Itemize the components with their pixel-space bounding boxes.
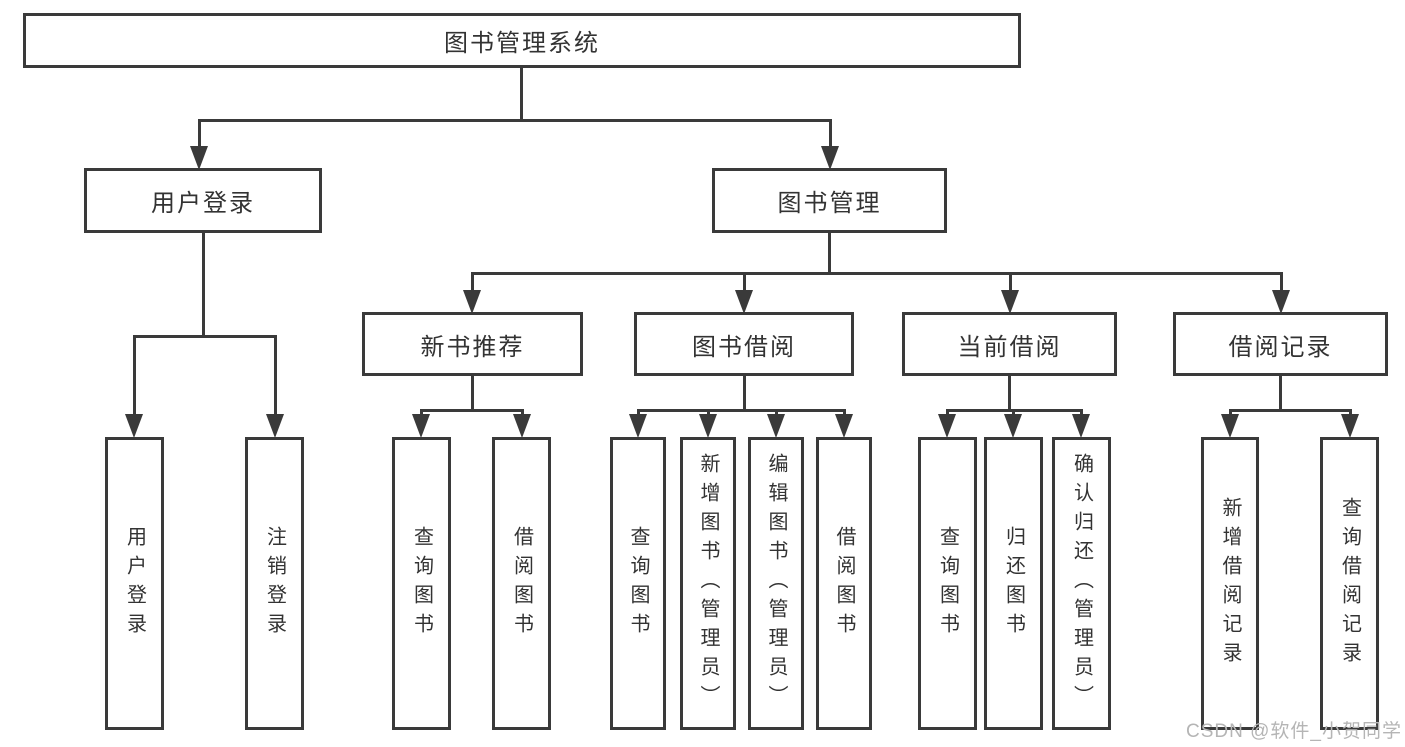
node-label: 查询图书 — [410, 525, 433, 642]
arrow-down-icon — [1221, 414, 1239, 438]
node-current-borrowing: 当前借阅 — [902, 312, 1117, 376]
connector-line — [1229, 409, 1232, 416]
leaf-return-books: 归还图书 — [984, 437, 1043, 730]
node-label: 借阅图书 — [833, 525, 855, 642]
leaf-search-books: 查询图书 — [392, 437, 451, 730]
connector-line — [1229, 409, 1351, 412]
arrow-down-icon — [835, 414, 853, 438]
arrow-down-icon — [412, 414, 430, 438]
arrow-down-icon — [699, 414, 717, 438]
arrow-down-icon — [266, 414, 284, 438]
arrow-down-icon — [821, 146, 839, 170]
connector-line — [133, 335, 276, 338]
connector-line — [133, 335, 136, 416]
connector-line — [1012, 409, 1015, 416]
connector-line — [1279, 376, 1282, 411]
arrow-down-icon — [513, 414, 531, 438]
leaf-confirm-return-admin: 确认归还（管理员） — [1052, 437, 1111, 730]
connector-line — [843, 409, 846, 416]
leaf-edit-books-admin: 编辑图书（管理员） — [748, 437, 804, 730]
arrow-down-icon — [1072, 414, 1090, 438]
node-label: 新书推荐 — [420, 333, 525, 361]
arrow-down-icon — [938, 414, 956, 438]
arrow-down-icon — [735, 290, 753, 314]
connector-line — [471, 376, 474, 411]
leaf-user-login: 用户登录 — [105, 437, 164, 730]
node-label: 编辑图书（管理员） — [765, 453, 787, 714]
connector-line — [202, 233, 205, 337]
node-label: 当前借阅 — [957, 333, 1062, 361]
connector-line — [828, 233, 831, 274]
connector-line — [520, 68, 523, 121]
node-label: 图书管理系统 — [444, 30, 600, 57]
connector-line — [637, 409, 845, 412]
leaf-add-books-admin: 新增图书（管理员） — [680, 437, 736, 730]
connector-line — [1009, 272, 1012, 292]
connector-line — [198, 119, 832, 122]
arrow-down-icon — [1341, 414, 1359, 438]
connector-line — [707, 409, 710, 416]
connector-line — [420, 409, 423, 416]
connector-line — [946, 409, 949, 416]
node-label: 用户登录 — [151, 190, 255, 217]
leaf-search-books: 查询图书 — [610, 437, 666, 730]
node-label: 归还图书 — [1002, 525, 1025, 642]
arrow-down-icon — [1001, 290, 1019, 314]
node-label: 查询借阅记录 — [1338, 496, 1361, 671]
node-label: 查询图书 — [936, 525, 959, 642]
node-library-management-system: 图书管理系统 — [23, 13, 1021, 68]
connector-line — [521, 409, 524, 416]
leaf-add-borrow-record: 新增借阅记录 — [1201, 437, 1259, 730]
leaf-borrow-books: 借阅图书 — [492, 437, 551, 730]
arrow-down-icon — [190, 146, 208, 170]
node-label: 查询图书 — [627, 525, 649, 642]
node-label: 借阅图书 — [510, 525, 533, 642]
connector-line — [637, 409, 640, 416]
node-label: 图书管理 — [777, 190, 882, 217]
connector-line — [1008, 376, 1011, 411]
connector-line — [1280, 272, 1283, 292]
node-borrowing-records: 借阅记录 — [1173, 312, 1388, 376]
connector-line — [471, 272, 1282, 275]
leaf-search-books: 查询图书 — [918, 437, 977, 730]
node-label: 新增借阅记录 — [1219, 496, 1241, 671]
connector-line — [829, 119, 832, 148]
node-book-borrowing: 图书借阅 — [634, 312, 854, 376]
node-label: 新增图书（管理员） — [697, 453, 719, 714]
node-user-login: 用户登录 — [84, 168, 322, 233]
connector-line — [274, 335, 277, 416]
watermark: CSDN @软件_小贺同学 — [1186, 721, 1402, 742]
leaf-borrow-books: 借阅图书 — [816, 437, 872, 730]
arrow-down-icon — [629, 414, 647, 438]
connector-line — [420, 409, 523, 412]
arrow-down-icon — [463, 290, 481, 314]
node-book-management: 图书管理 — [712, 168, 947, 233]
node-label: 注销登录 — [263, 525, 286, 642]
connector-line — [471, 272, 474, 292]
arrow-down-icon — [125, 414, 143, 438]
leaf-logout: 注销登录 — [245, 437, 304, 730]
connector-line — [1080, 409, 1083, 416]
connector-line — [198, 119, 201, 148]
arrow-down-icon — [1272, 290, 1290, 314]
connector-line — [743, 376, 746, 411]
connector-line — [1349, 409, 1352, 416]
connector-line — [775, 409, 778, 416]
arrow-down-icon — [767, 414, 785, 438]
leaf-search-borrow-record: 查询借阅记录 — [1320, 437, 1379, 730]
node-label: 确认归还（管理员） — [1070, 453, 1093, 714]
connector-line — [743, 272, 746, 292]
node-label: 图书借阅 — [692, 333, 796, 361]
node-label: 用户登录 — [123, 525, 146, 642]
node-label: 借阅记录 — [1228, 333, 1333, 361]
node-new-book-recommendation: 新书推荐 — [362, 312, 583, 376]
arrow-down-icon — [1004, 414, 1022, 438]
